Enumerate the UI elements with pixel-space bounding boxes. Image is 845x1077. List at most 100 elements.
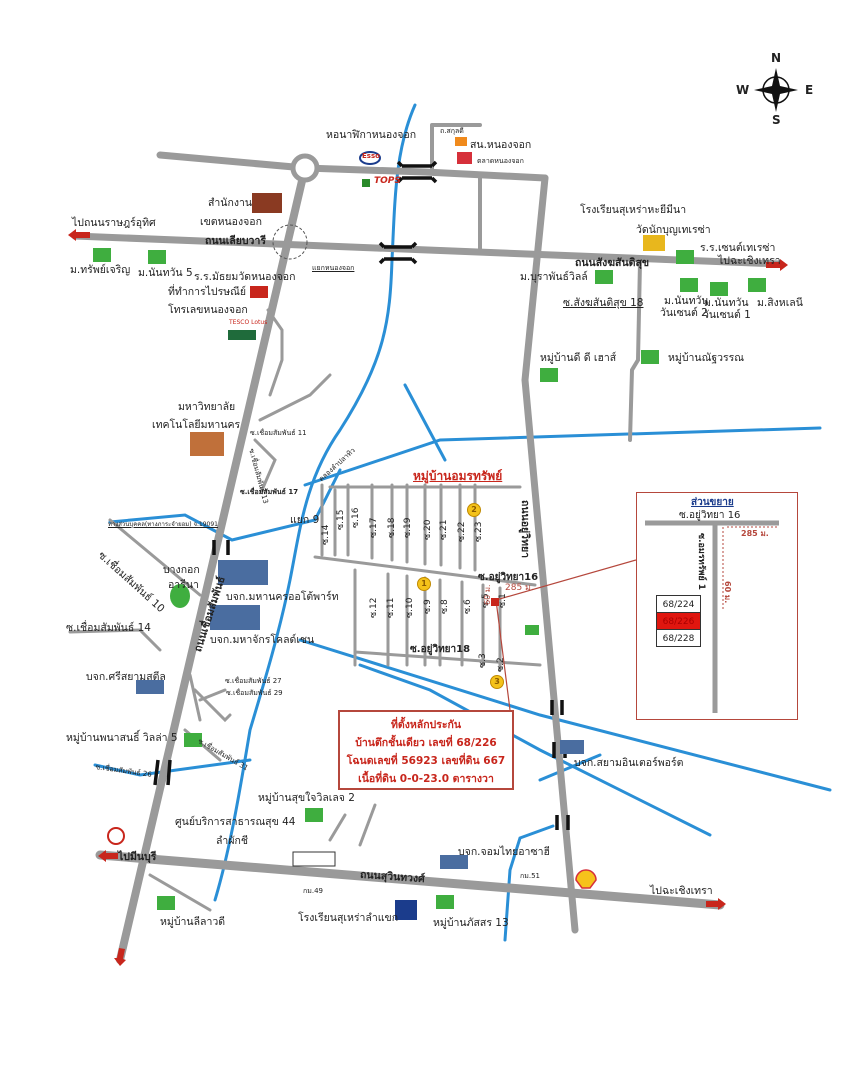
factory-icon xyxy=(218,560,268,585)
compass-rose xyxy=(754,68,798,112)
arrow-south xyxy=(114,948,126,966)
inset-roads xyxy=(645,520,779,713)
label-soi-yu18: ซ.อยู่วิทยา18 xyxy=(410,644,471,655)
road-yu-witthaya xyxy=(521,174,579,934)
house-icon xyxy=(680,278,698,292)
label-soi14-chuam: ซ.เชื่อมสัมพันธ์ 14 xyxy=(66,622,151,634)
label-to-chachoengsao-top: ไปฉะเชิงเทรา xyxy=(718,255,781,267)
house-icon xyxy=(710,282,728,296)
marker-2: 2 xyxy=(467,503,481,517)
label-yaek9: แยก 9 xyxy=(290,514,320,526)
label-mahachak-cold: บจก.มหาจักรโคลด์เชน xyxy=(210,634,315,646)
label-to-chachoengsao-bottom: ไปฉะเชิงเทรา xyxy=(650,885,713,897)
compass-e: E xyxy=(805,83,814,97)
label-private-road: ทางส่วนบุคคล(ทางภาระจำยอม) จ.19091 xyxy=(108,521,218,528)
label-sukjai: หมู่บ้านสุขใจวิลเลจ 2 xyxy=(258,792,355,804)
compass-n: N xyxy=(771,51,782,65)
label-university-2: เทคโนโลยีมหานคร xyxy=(152,419,241,431)
label-m-nattawan: หมู่บ้านณัฐวรรณ xyxy=(668,352,745,364)
label-soi27: ซ.เชื่อมสัมพันธ์ 27 xyxy=(225,677,282,685)
soi-label: ซ.2 xyxy=(496,657,506,672)
soi-label: ซ.19 xyxy=(403,517,413,538)
label-district-office: สำนักงาน xyxy=(208,197,253,209)
soi-label: ซ.14 xyxy=(321,524,331,545)
soi-label: ซ.20 xyxy=(423,519,433,540)
collateral-area: เนื้อที่ดิน 0-0-23.0 ตารางวา xyxy=(358,773,494,785)
label-km51: กม.51 xyxy=(520,872,540,880)
soi-label: ซ.18 xyxy=(387,517,397,538)
road-name-yu-witthaya: ถนนอยู่วิทยา xyxy=(519,500,531,559)
compass-w: W xyxy=(736,83,750,97)
road-soi-27 xyxy=(188,673,232,723)
label-post-office-2: โทรเลขหนองจอก xyxy=(168,304,248,316)
label-m-nantawan-saint1: ม.นันทวัน xyxy=(704,297,749,309)
esso-logo xyxy=(359,151,381,165)
tops-logo-text: TOPS xyxy=(374,176,401,186)
canal-south-3 xyxy=(538,753,602,782)
arrow-east-bottom xyxy=(706,898,726,910)
label-jomthai: บจก.จอมไทยอาซาฮี xyxy=(458,846,550,858)
esso-logo-text: Esso xyxy=(362,152,380,160)
factory-icon xyxy=(210,605,260,630)
bridge-icon xyxy=(153,759,172,786)
road-top xyxy=(156,151,549,182)
canal-branch-north xyxy=(403,383,447,462)
factory-icon xyxy=(136,680,164,694)
soi-label: ซ.1 xyxy=(498,593,508,608)
label-m-burapan: ม.บุราพันธ์วิลล์ xyxy=(520,271,588,283)
label-health-center: ศูนย์บริการสาธารณสุข 44 xyxy=(175,816,296,828)
house-icon xyxy=(641,350,659,364)
house-icon xyxy=(157,896,175,910)
label-panasont: หมู่บ้านพนาสนธิ์ วิลล่า 5 xyxy=(66,732,178,744)
label-district-office-2: เขตหนองจอก xyxy=(200,216,262,228)
house-icon xyxy=(436,895,454,909)
label-m-singhaleni: ม.สิงหเลนี xyxy=(757,297,803,309)
school-icon xyxy=(395,900,417,920)
label-soi29: ซ.เชื่อมสัมพันธ์ 29 xyxy=(226,689,283,697)
label-to-minburi: ไปมีนบุรี xyxy=(118,851,157,863)
label-to-ratuthit: ไปถนนราษฎร์อุทิศ xyxy=(72,217,156,229)
marker-1: 1 xyxy=(417,577,431,591)
road-soi-14 xyxy=(68,628,162,652)
label-bangkok-arena: บางกอก xyxy=(163,564,200,576)
label-m-nantawan5: ม.นันทวัน 5 xyxy=(138,267,193,279)
temple-icon xyxy=(643,235,665,251)
soi-label: ซ.23 xyxy=(474,521,484,542)
soi-label: ซ.17 xyxy=(369,517,379,538)
label-sakuldee: ถ.สกุลดี xyxy=(440,127,464,135)
inset-dist-h: 285 ม. xyxy=(741,529,769,538)
soi-label: ซ.11 xyxy=(386,597,396,618)
label-police: สน.หนองจอก xyxy=(470,139,532,151)
road-suwinthawong xyxy=(95,850,725,910)
inset-side-street: ซ.อมรทรัพย์ 1 xyxy=(696,533,706,591)
crosswalk-icon xyxy=(292,851,336,867)
canal-branch-se xyxy=(503,824,555,942)
collateral-house: บ้านตึกชั้นเดียว เลขที่ 68/226 xyxy=(355,737,497,749)
amornsap-soi-grid xyxy=(313,483,542,672)
label-village-amornsap: หมู่บ้านอมรทรัพย์ xyxy=(413,469,503,483)
inset-dist-v: 60 ม. xyxy=(723,581,732,604)
label-m-dd-house: หมู่บ้านดี ดี เฮาส์ xyxy=(540,352,617,364)
house-icon xyxy=(148,250,166,264)
tesco-lotus-logo-text: TESCO Lotus xyxy=(229,319,268,326)
road-chuam-samphan xyxy=(116,164,309,964)
label-clock-tower: หอนาฬิกาหนองจอก xyxy=(326,129,417,141)
police-icon xyxy=(455,137,467,146)
arrow-east-top xyxy=(766,259,788,271)
label-soi-yu16: ซ.อยู่วิทยา16 xyxy=(478,572,539,583)
property-marker xyxy=(491,598,499,606)
intersection-circle xyxy=(272,224,308,260)
tops-7eleven-icon xyxy=(362,179,370,187)
plot-68-224: 68/224 xyxy=(656,595,701,613)
collateral-title: ที่ตั้งหลักประกัน xyxy=(390,719,462,731)
label-m-nantawan-saint2-b: วันเซนต์ 2 xyxy=(660,307,708,319)
road-name-liap-wari: ถนนเลียบวารี xyxy=(205,235,266,247)
label-srisiam-steel: บจก.ศรีสยามสตีล xyxy=(86,671,166,683)
roundabout xyxy=(290,153,320,183)
label-soi17: ซ.เชื่อมสัมพันธ์ 17 xyxy=(240,488,299,496)
label-school-hayeemina: โรงเรียนสุเหร่าหะยีมีนา xyxy=(580,204,687,216)
label-soi-sangkha18: ซ.สังฆสันติสุข 18 xyxy=(563,297,644,309)
inset-title: ส่วนขยาย xyxy=(691,497,734,508)
